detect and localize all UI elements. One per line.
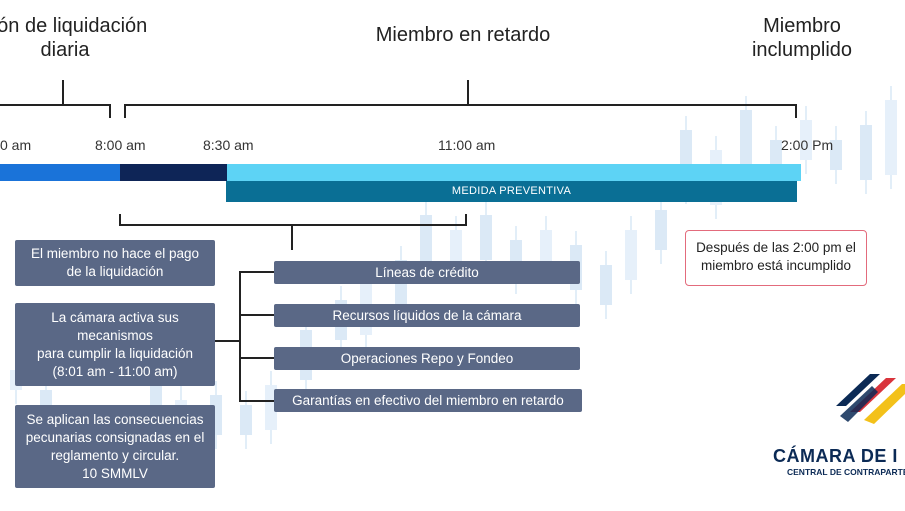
candlestick-decoration: [655, 196, 667, 264]
box-no-payment: El miembro no hace el pago de la liquida…: [15, 240, 215, 286]
box-no-payment-text: El miembro no hace el pago de la liquida…: [30, 246, 200, 279]
timeline-segment-settlement: [0, 164, 120, 181]
candlestick-decoration: [830, 126, 842, 184]
mechanism-credit-lines: Líneas de crédito: [274, 261, 580, 284]
logo-mark-icon: [836, 374, 905, 424]
box-consequences-text: Se aplican las consecuencias pecunarias …: [25, 411, 205, 481]
candlestick-decoration: [800, 106, 812, 174]
logo-title: CÁMARA DE I: [773, 446, 898, 466]
timeline-segment-early-late: [120, 164, 227, 181]
timeline-segment-late: [227, 164, 801, 181]
default-notice-text: Después de las 2:00 pm el miembro está i…: [696, 240, 856, 273]
mechanism-cash-guarantees: Garantías en efectivo del miembro en ret…: [274, 389, 582, 412]
box-mechanisms-text: La cámara activa sus mecanismos para cum…: [36, 309, 194, 379]
box-consequences: Se aplican las consecuencias pecunarias …: [15, 405, 215, 488]
candlestick-decoration: [860, 111, 872, 194]
candlestick-decoration: [625, 216, 637, 294]
default-notice: Después de las 2:00 pm el miembro está i…: [685, 230, 867, 286]
header-settlement: sión de liquidación diaria: [0, 15, 148, 61]
time-label-start: 0 am: [0, 137, 32, 153]
mechanism-repo-operations: Operaciones Repo y Fondeo: [274, 347, 580, 370]
preventive-measure-label: MEDIDA PREVENTIVA: [451, 185, 572, 197]
candlestick-decoration: [885, 86, 897, 189]
logo-subtitle: CENTRAL DE CONTRAPARTE I: [787, 467, 905, 477]
mechanism-liquid-resources: Recursos líquidos de la cámara: [274, 304, 580, 327]
time-label-0800: 8:00 am: [95, 137, 146, 153]
time-label-1400: 2:00 Pm: [781, 137, 834, 153]
candlestick-decoration: [600, 251, 612, 319]
time-label-1100: 11:00 am: [438, 137, 496, 153]
preventive-measure-bar: MEDIDA PREVENTIVA: [226, 181, 797, 202]
header-defaulted-member: Miembro inclumplido: [751, 15, 853, 61]
time-label-0830: 8:30 am: [203, 137, 254, 153]
box-mechanisms: La cámara activa sus mecanismos para cum…: [15, 303, 215, 386]
header-late-member: Miembro en retardo: [375, 24, 551, 46]
